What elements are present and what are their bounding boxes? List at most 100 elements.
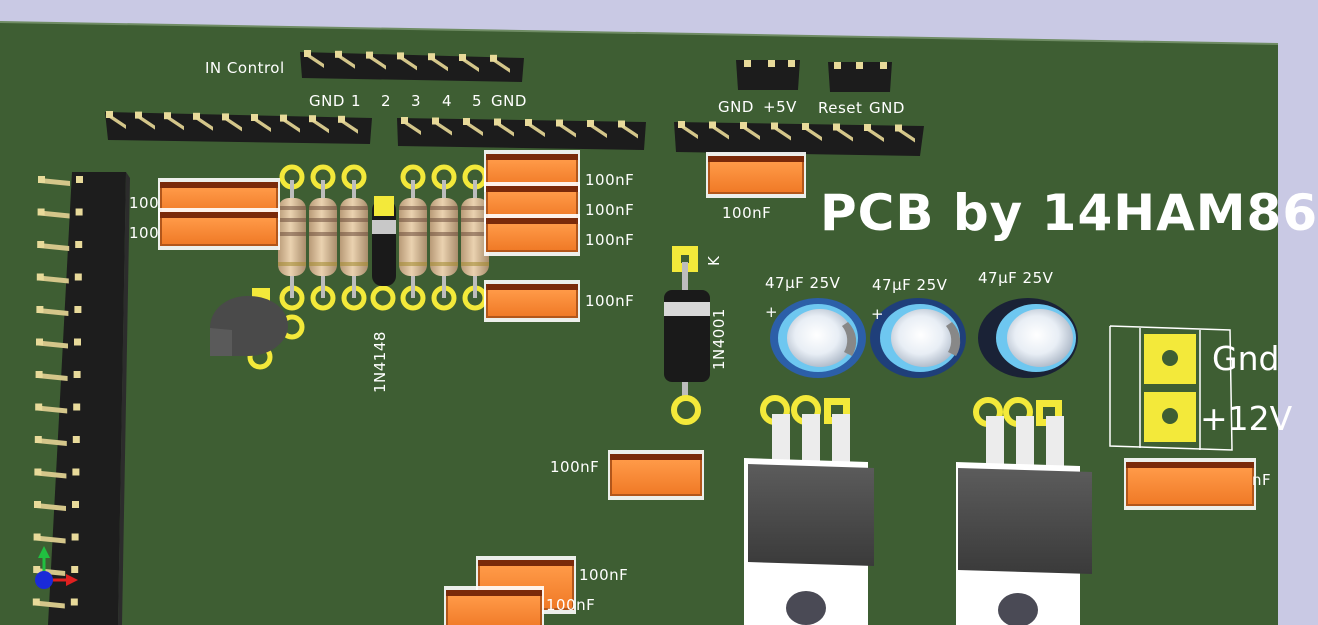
pin-label-power-gnd: GND <box>718 98 754 116</box>
pin-label-3: 3 <box>411 92 422 110</box>
pin-tr-3 <box>771 122 791 141</box>
pcb-3d-viewport[interactable] <box>0 0 1279 625</box>
left-pin-4 <box>36 306 82 316</box>
pin-tr-7 <box>895 124 915 143</box>
pin-tl-4 <box>222 113 242 132</box>
left-pin-7 <box>35 403 81 414</box>
pin-tr-5 <box>833 123 853 142</box>
cap-label-8: 100nF <box>546 596 596 614</box>
pin-ctrl-4 <box>428 53 448 72</box>
terminal-label-12v: +12V <box>1200 399 1293 438</box>
header-power-5v <box>736 60 800 90</box>
capacitor-group <box>158 150 1256 625</box>
left-pin-0 <box>38 176 83 186</box>
pin-tr-0 <box>678 121 698 139</box>
electrolytic-cap-3 <box>978 298 1078 378</box>
pin-tl-5 <box>251 114 271 132</box>
pin-label-5: 5 <box>472 92 483 110</box>
left-pin-2 <box>37 241 83 251</box>
pin-label-gnd-1: GND <box>309 92 345 110</box>
label-1n4148: 1N4148 <box>371 331 389 393</box>
pin-small-2 <box>788 60 795 67</box>
resistor-3 <box>399 180 427 298</box>
electrolytic-cap-1 <box>770 298 866 378</box>
pin-ctrl-2 <box>366 51 386 70</box>
electrolytic-label-1: 47µF 25V <box>765 274 841 292</box>
pin-label-power-5v: +5V <box>763 98 797 116</box>
header-top-right <box>674 121 924 156</box>
pin-tr-2 <box>740 122 760 140</box>
pin-tl-8 <box>338 115 358 134</box>
resistor-0 <box>278 180 306 298</box>
left-pin-10 <box>34 501 79 511</box>
plus-mark-2: + <box>871 305 885 323</box>
cap-label-1: 100nF <box>585 171 635 189</box>
left-pin-6 <box>35 371 81 381</box>
pin-tl-0 <box>106 111 126 129</box>
pad-bottom-3 <box>370 285 396 311</box>
cap-left-2 <box>158 208 280 250</box>
header-top-left <box>105 111 372 144</box>
pin-small-0 <box>744 60 751 67</box>
left-pin-8 <box>34 436 80 446</box>
resistor-5 <box>461 180 489 298</box>
left-pin-5 <box>36 338 81 349</box>
pin-ctrl-3 <box>397 52 417 71</box>
board-title: PCB by 14HAM86 <box>820 184 1318 242</box>
pin-tr-6 <box>864 124 884 142</box>
voltage-regulator-1 <box>744 395 874 625</box>
header-top-mid <box>397 117 646 150</box>
left-pin-11 <box>33 533 79 544</box>
cap-9 <box>1124 458 1256 510</box>
resistor-1 <box>309 180 337 298</box>
header-reset <box>828 62 892 92</box>
header-in-control <box>300 50 524 82</box>
electrolytic-cap-2 <box>870 298 966 378</box>
pin-label-4: 4 <box>442 92 453 110</box>
left-pin-header <box>32 172 130 625</box>
resistor-array <box>278 180 489 298</box>
cap-label-5: 100nF <box>722 204 772 222</box>
pin-tm-6 <box>587 120 607 138</box>
pin-label-gnd-2: GND <box>491 92 527 110</box>
pin-label-1: 1 <box>351 92 362 110</box>
cap-label-7: 100nF <box>579 566 629 584</box>
pin-ctrl-6 <box>490 54 510 73</box>
label-in-control: IN Control <box>205 59 285 77</box>
pin-small-5 <box>880 62 887 69</box>
label-diode-k: K <box>705 255 723 266</box>
cap-8 <box>444 586 544 625</box>
left-pin-13 <box>32 598 78 609</box>
pin-tm-2 <box>463 118 483 136</box>
pin-small-1 <box>768 60 775 67</box>
cap-label-4: 100nF <box>585 292 635 310</box>
resistor-4 <box>430 180 458 298</box>
plus-mark-1: + <box>765 303 779 321</box>
left-pin-3 <box>36 273 82 284</box>
pin-tl-7 <box>309 115 329 134</box>
pin-tl-2 <box>164 112 184 131</box>
pin-tl-3 <box>193 112 213 131</box>
pin-tm-1 <box>432 117 452 136</box>
pin-small-3 <box>834 62 841 69</box>
pin-tm-3 <box>494 118 514 137</box>
cap-6 <box>608 450 704 500</box>
electrolytic-label-3: 47µF 25V <box>978 269 1054 287</box>
transistor-to92 <box>210 288 305 370</box>
pin-tm-5 <box>556 119 576 138</box>
pin-tm-7 <box>618 120 638 139</box>
pin-label-2: 2 <box>381 92 392 110</box>
cap-label-2: 100nF <box>585 201 635 219</box>
cap-4 <box>484 280 580 322</box>
pin-label-reset: Reset <box>818 99 863 117</box>
terminal-label-gnd: Gnd <box>1212 339 1280 378</box>
cap-label-partial: nF <box>1252 471 1272 489</box>
pin-tm-0 <box>401 117 421 135</box>
pin-ctrl-5 <box>459 54 479 72</box>
voltage-regulator-2 <box>956 397 1092 625</box>
pin-ctrl-0 <box>304 50 324 68</box>
pin-label-reset-gnd: GND <box>869 99 905 117</box>
pin-tr-4 <box>802 123 822 141</box>
cap-label-left-2: 100 <box>129 224 160 242</box>
cap-label-left-1: 100 <box>129 194 160 212</box>
